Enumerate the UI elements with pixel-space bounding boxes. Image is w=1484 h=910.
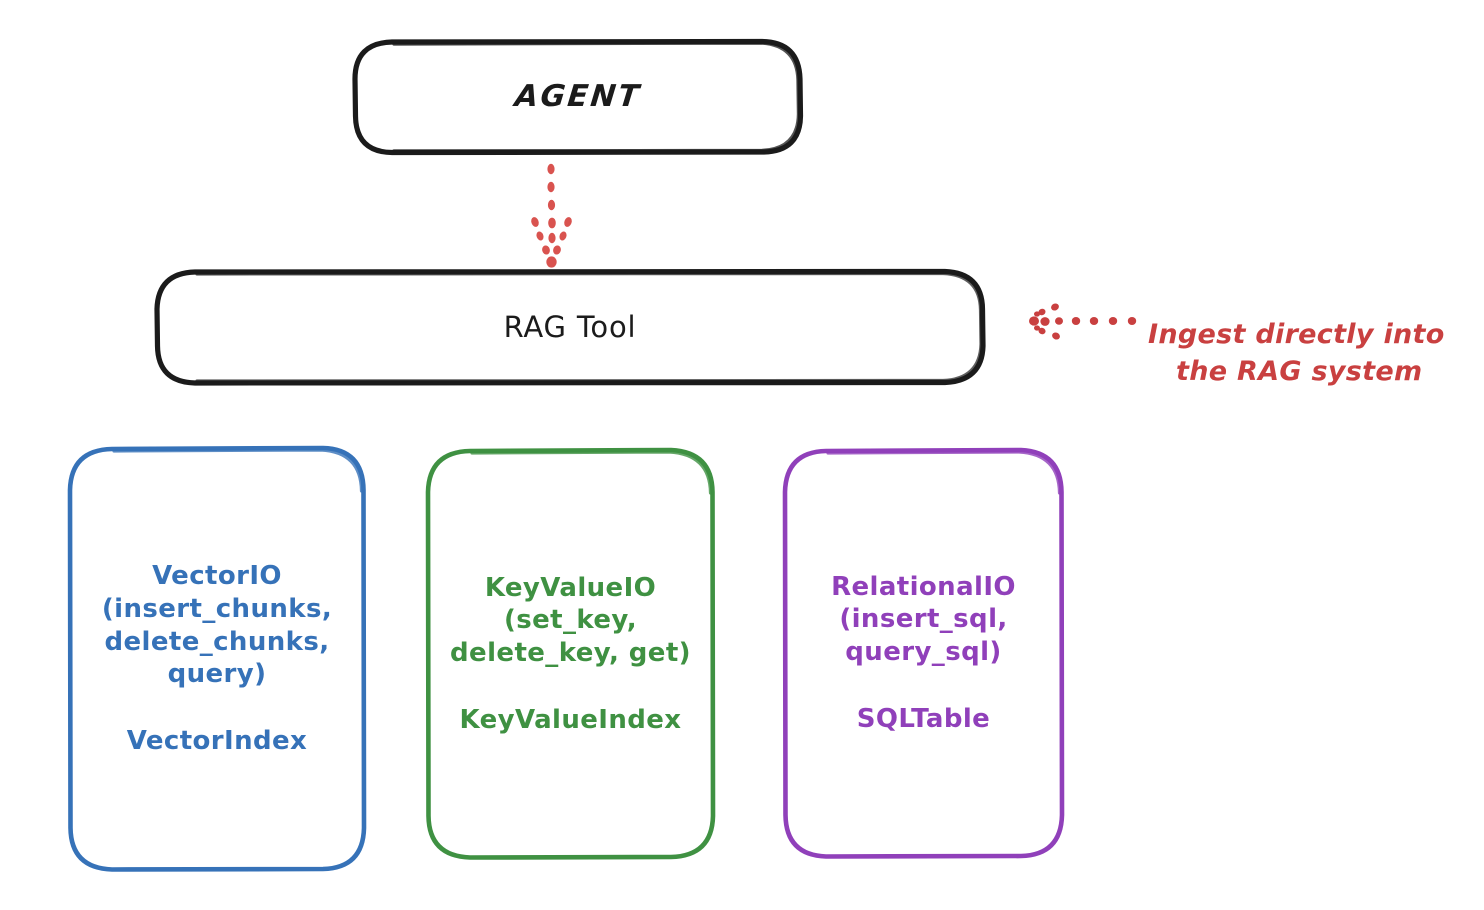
relational-provider-node[interactable]: RelationalIO (insert_sql, query_sql) SQL… xyxy=(785,450,1062,856)
keyvalue-provider-node[interactable]: KeyValueIO (set_key, delete_key, get) Ke… xyxy=(428,450,713,858)
vector-provider-box-outline xyxy=(67,445,367,872)
rag-tool-node-label: RAG Tool xyxy=(503,309,637,344)
agent-box-outline-overstroke xyxy=(392,41,801,153)
vector-provider-index-label: VectorIndex xyxy=(126,726,308,757)
vector-provider-node[interactable]: VectorIO (insert_chunks, delete_chunks, … xyxy=(70,448,364,870)
vector-provider-api-label: VectorIO (insert_chunks, delete_chunks, … xyxy=(101,561,333,690)
keyvalue-provider-index-label: KeyValueIndex xyxy=(459,704,682,735)
relational-provider-index-label: SQLTable xyxy=(856,703,991,734)
relational-provider-box-outline xyxy=(782,447,1065,859)
keyvalue-provider-api-label: KeyValueIO (set_key, delete_key, get) xyxy=(450,572,691,669)
ingest-annotation-line-2: the RAG system xyxy=(1176,355,1423,387)
rag-tool-box-outline xyxy=(154,268,986,386)
agent-node-label: AGENT xyxy=(513,79,643,115)
relational-provider-box-overstroke xyxy=(826,450,1062,495)
keyvalue-provider-box-outline xyxy=(425,447,716,860)
rag-tool-box-outline-overstroke xyxy=(195,271,983,383)
relational-provider-api-label: RelationalIO (insert_sql, query_sql) xyxy=(831,571,1016,668)
agent-node[interactable]: AGENT xyxy=(355,41,801,153)
ingest-annotation-arrow-icon xyxy=(1029,303,1137,340)
agent-to-rag-connector xyxy=(531,163,572,268)
vector-provider-box-overstroke xyxy=(112,448,364,493)
rag-tool-node[interactable]: RAG Tool xyxy=(157,271,983,383)
ingest-annotation-line-1: Ingest directly into xyxy=(1148,319,1445,351)
keyvalue-provider-box-overstroke xyxy=(470,450,713,495)
ingest-annotation: Ingest directly into the RAG system xyxy=(1148,281,1478,427)
